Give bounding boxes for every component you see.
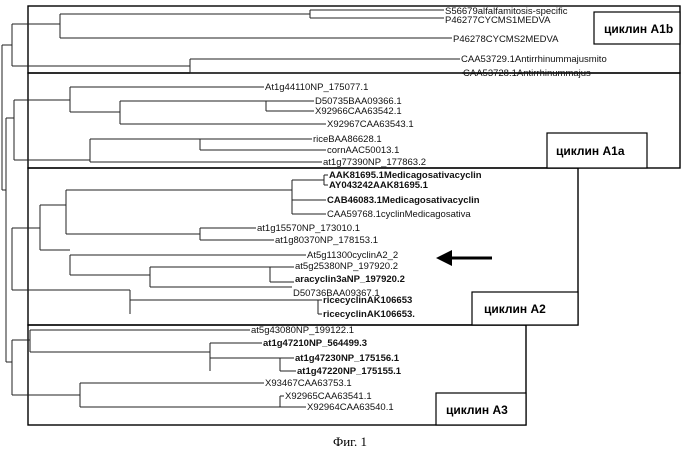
leaf-label: at1g15570NP_173010.1 <box>257 223 360 234</box>
leaf-label: ricecyclinAK106653. <box>323 309 415 320</box>
leaf-label: at5g43080NP_199122.1 <box>251 325 354 336</box>
cluster-label-a1b: циклин A1b <box>604 22 673 36</box>
leaf-label: CAB46083.1Medicagosativacyclin <box>327 195 480 206</box>
leaf-labels: S56679alfalfamitosis-specific P46277CYCM… <box>251 6 607 413</box>
leaf-label: at1g47220NP_175155.1 <box>297 366 402 377</box>
arrow-head-icon <box>436 250 452 266</box>
leaf-label: at5g25380NP_197920.2 <box>295 261 398 272</box>
figure-caption: Фиг. 1 <box>333 434 367 449</box>
cluster-label-a1a: циклин A1a <box>556 144 625 158</box>
leaf-label: at1g47210NP_564499.3 <box>263 338 367 349</box>
leaf-label: CAA53729.1Antirrhinummajusmito <box>461 54 607 65</box>
cluster-label-a3: циклин A3 <box>446 403 508 417</box>
leaf-label-highlighted: At5g11300cyclinA2_2 <box>307 250 398 261</box>
leaf-label: AY043242AAK81695.1 <box>329 180 429 191</box>
leaf-label: at1g47230NP_175156.1 <box>295 353 400 364</box>
leaf-label: At1g44110NP_175077.1 <box>265 82 368 93</box>
leaf-label: P46277CYCMS1MEDVA <box>445 15 551 26</box>
leaf-label: X92964CAA63540.1 <box>307 402 394 413</box>
cluster-label-a2: циклин A2 <box>484 302 546 316</box>
highlight-arrow <box>436 250 492 266</box>
leaf-label: cornAAC50013.1 <box>327 145 399 156</box>
leaf-label: aracyclin3aNP_197920.2 <box>295 274 405 285</box>
leaf-label: at1g80370NP_178153.1 <box>275 235 378 246</box>
leaf-label: CAA59768.1cyclinMedicagosativa <box>327 209 471 220</box>
leaf-label: X92966CAA63542.1 <box>315 106 402 117</box>
leaf-label: X92967CAA63543.1 <box>327 119 414 130</box>
leaf-label: X93467CAA63753.1 <box>265 378 352 389</box>
leaf-label: P46278CYCMS2MEDVA <box>453 34 559 45</box>
leaf-label: at1g77390NP_177863.2 <box>323 157 426 168</box>
leaf-label: X92965CAA63541.1 <box>285 391 372 402</box>
leaf-label: riceBAA86628.1 <box>313 134 382 145</box>
leaf-label: CAA53728.1Antirrhinummajus <box>463 68 591 79</box>
leaf-label: ricecyclinAK106653 <box>323 295 412 306</box>
